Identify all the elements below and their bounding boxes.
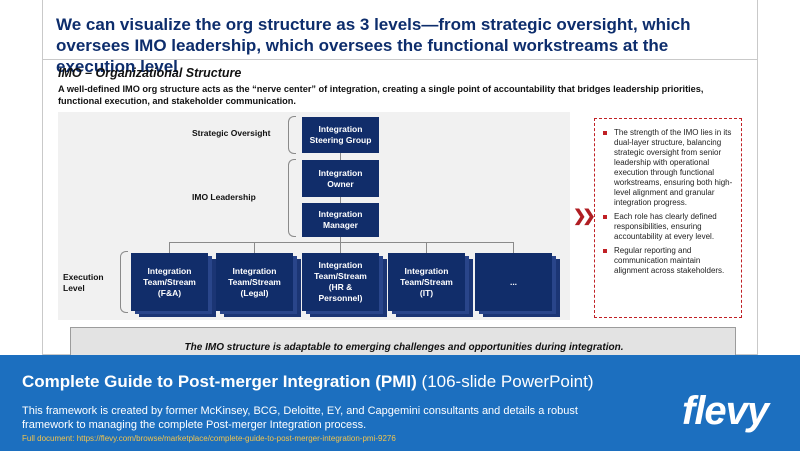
node-stream-more: ... [475,253,552,311]
bracket-execution [120,251,128,313]
insight-item: The strength of the IMO lies in its dual… [601,128,735,208]
flevy-logo[interactable]: flevy [682,389,769,433]
connector-manager-bus [340,237,341,243]
footer-bar: Complete Guide to Post-merger Integratio… [0,355,800,451]
connector-drop-5 [513,242,514,253]
footer-title: Complete Guide to Post-merger Integratio… [22,372,594,392]
connector-drop-2 [254,242,255,253]
square-bullet-icon [603,215,607,219]
node-stream-hr: Integration Team/Stream (HR & Personnel) [302,253,379,311]
footer-description: This framework is created by former McKi… [22,405,578,431]
insight-text: Regular reporting and communication main… [614,246,725,275]
document-link[interactable]: Full document: https://flevy.com/browse/… [22,434,396,443]
footer-title-light: (106-slide PowerPoint) [416,372,594,391]
node-stream-fa: Integration Team/Stream (F&A) [131,253,208,311]
bracket-strategic [288,116,296,154]
insight-item: Each role has clearly defined responsibi… [601,212,735,242]
node-integration-manager: Integration Manager [302,203,379,237]
connector-owner-manager [340,197,341,203]
title-divider [42,59,758,60]
chevron-right-icon: ❯❯ [573,208,596,225]
section-description: A well-defined IMO org structure acts as… [58,84,704,106]
connector-drop-4 [426,242,427,253]
key-message-banner: The IMO structure is adaptable to emergi… [70,327,736,355]
insight-text: Each role has clearly defined responsibi… [614,212,717,241]
level-label-imo: IMO Leadership [192,192,256,202]
node-stream-legal: Integration Team/Stream (Legal) [216,253,293,311]
node-integration-owner: Integration Owner [302,160,379,197]
insight-text: The strength of the IMO lies in its dual… [614,128,733,207]
key-message-text: The IMO structure is adaptable to emergi… [184,342,624,353]
square-bullet-icon [603,249,607,253]
level-label-strategic: Strategic Oversight [192,128,271,138]
node-stream-it: Integration Team/Stream (IT) [388,253,465,311]
connector-horizontal-bus [169,242,514,243]
footer-title-bold: Complete Guide to Post-merger Integratio… [22,372,417,391]
level-label-execution: Execution Level [63,272,104,293]
slide-title: We can visualize the org structure as 3 … [56,15,691,76]
connector-steering-owner [340,152,341,160]
connector-drop-3 [340,242,341,253]
bracket-imo [288,159,296,237]
insight-panel: The strength of the IMO lies in its dual… [594,118,742,318]
insight-item: Regular reporting and communication main… [601,246,735,276]
section-subtitle: IMO – Organizational Structure [58,66,242,80]
connector-drop-1 [169,242,170,253]
square-bullet-icon [603,131,607,135]
node-steering-group: Integration Steering Group [302,117,379,153]
